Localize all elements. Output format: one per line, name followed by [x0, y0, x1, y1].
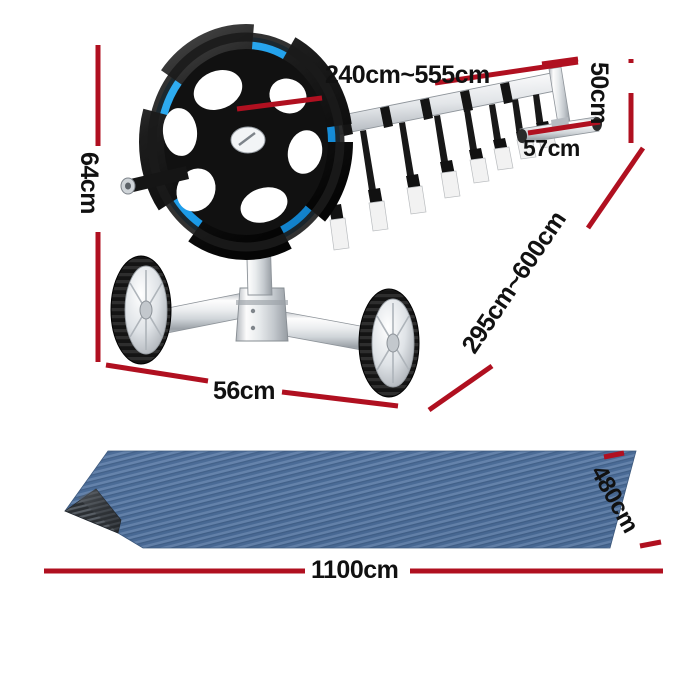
dimension-line-tube-length-upper [434, 59, 579, 86]
dimension-line-tube-length-right [541, 56, 579, 67]
end-bracket-cap-left [517, 129, 527, 143]
strap [434, 115, 461, 199]
dimension-label-base-width: 56cm [213, 377, 275, 405]
dimension-line-foot-width [527, 119, 601, 136]
dimension-label-end-foot-width: 57cm [523, 135, 580, 161]
strap [360, 130, 389, 232]
dimension-tick-cover-width-bottom [639, 539, 662, 549]
base-centre-coupler [235, 287, 289, 342]
base-wheel-right-cap [386, 333, 400, 353]
handwheel-outer-edge [147, 32, 345, 252]
dimension-line-overall-lower [427, 363, 494, 413]
strap [399, 122, 427, 215]
cover-fold-shadow [78, 489, 121, 533]
dimension-lines [44, 45, 663, 574]
solar-pool-cover-sheet [64, 450, 637, 549]
base-wheel-right [358, 288, 420, 398]
strap [489, 104, 514, 171]
dimension-label-cover-length: 1100cm [311, 556, 399, 584]
dimension-line-base-width-right [281, 389, 399, 409]
base-wheel-left [110, 255, 172, 365]
reel-handwheel [120, 24, 353, 260]
pool-cover-roller-reel [110, 24, 602, 398]
handwheel-crank-handle [120, 166, 189, 195]
cover-sheet-shading [65, 451, 636, 548]
strap [464, 109, 490, 184]
handwheel-centre-hub [230, 126, 266, 154]
dimension-label-end-bracket: 50cm [585, 62, 613, 124]
base-wheel-left-cap [139, 300, 153, 320]
base-coupler-seam [236, 300, 288, 305]
dimension-label-tube-length: 240cm~555cm [325, 61, 490, 89]
handwheel-spoke-voids [162, 70, 323, 223]
handwheel-hub-mark [238, 132, 256, 146]
dimension-line-overall-upper [585, 146, 646, 230]
reel-base-assembly [110, 255, 420, 398]
base-bolt-right [250, 325, 256, 331]
base-bolt-left [250, 308, 256, 314]
dimension-line-tube-length-left [236, 95, 323, 112]
dimension-tick-cover-width-top [603, 450, 625, 460]
dimension-line-base-width-left [105, 362, 209, 384]
end-bracket-upright [548, 66, 571, 125]
dimension-label-frame-height: 64cm [75, 152, 103, 214]
